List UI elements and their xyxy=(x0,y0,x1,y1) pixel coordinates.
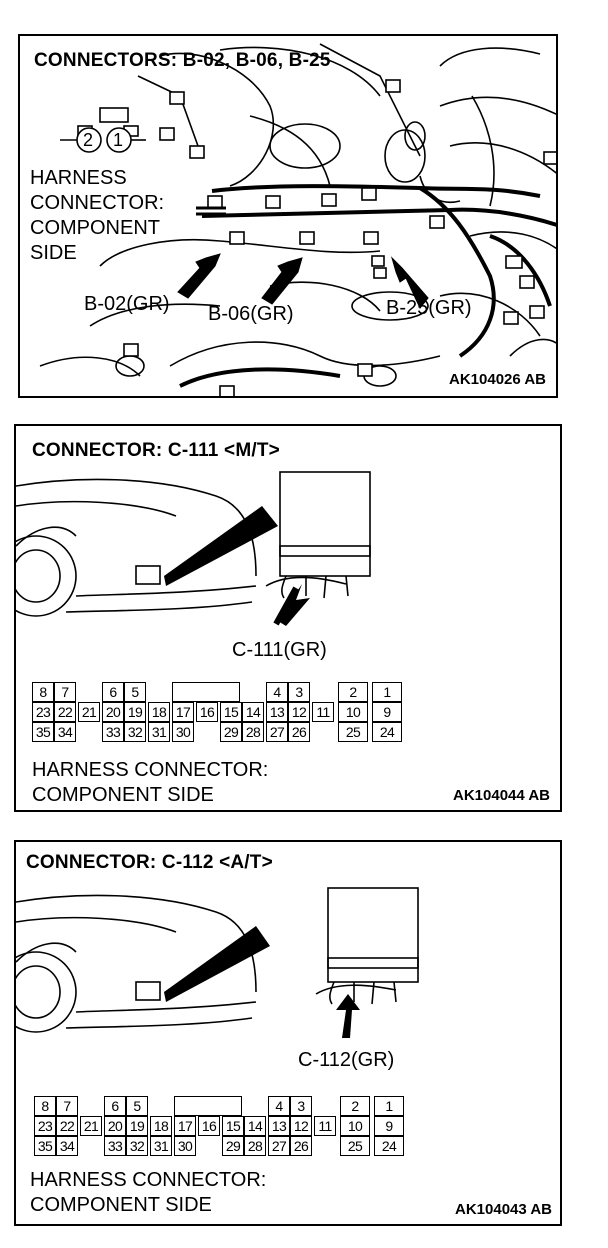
pin-21: 21 xyxy=(78,702,100,722)
panel-c-111: CONNECTOR: C-111 <M/T> C-111(GR) 8 7 6 5… xyxy=(14,424,562,812)
callout-b-25: B-25(GR) xyxy=(386,297,472,319)
pin-24: 24 xyxy=(374,1136,404,1156)
pin-20: 20 xyxy=(104,1116,126,1136)
pin-35: 35 xyxy=(32,722,54,742)
pin-19: 19 xyxy=(126,1116,148,1136)
pin-5: 5 xyxy=(124,682,146,702)
pin-10: 10 xyxy=(338,702,368,722)
harness-connector-label: HARNESS CONNECTOR: COMPONENT SIDE xyxy=(32,759,269,806)
pin-3: 3 xyxy=(288,682,310,702)
pin-2: 2 xyxy=(338,682,368,702)
pin-4: 4 xyxy=(266,682,288,702)
pin-29: 29 xyxy=(220,722,242,742)
pin-3: 3 xyxy=(290,1096,312,1116)
pin-13: 13 xyxy=(268,1116,290,1136)
panel-b-connectors: CONNECTORS: B-02, B-06, B-25 2 1 HARNESS… xyxy=(18,34,558,398)
pin-26: 26 xyxy=(288,722,310,742)
pin-2: 2 xyxy=(340,1096,370,1116)
pin-12: 12 xyxy=(290,1116,312,1136)
pin-6: 6 xyxy=(102,682,124,702)
pin-8: 8 xyxy=(32,682,54,702)
pin-19: 19 xyxy=(124,702,146,722)
callout-b-02: B-02(GR) xyxy=(84,293,170,315)
pin-9: 9 xyxy=(372,702,402,722)
pin-34: 34 xyxy=(54,722,76,742)
pin-28: 28 xyxy=(244,1136,266,1156)
engine-bay-illustration xyxy=(39,43,556,396)
callout-b-06: B-06(GR) xyxy=(208,303,294,325)
pin-24: 24 xyxy=(372,722,402,742)
pin-34: 34 xyxy=(56,1136,78,1156)
figure-code: AK104026 AB xyxy=(449,371,546,388)
pin-30: 30 xyxy=(174,1136,196,1156)
pin-22: 22 xyxy=(54,702,76,722)
dashboard-ecu-illustration xyxy=(16,887,419,1038)
pin-31: 31 xyxy=(150,1136,172,1156)
pin-18: 18 xyxy=(150,1116,172,1136)
pin-blank xyxy=(174,1096,242,1116)
pin-25: 25 xyxy=(340,1136,370,1156)
pin-label-1: 1 xyxy=(113,130,124,150)
pin-9: 9 xyxy=(374,1116,404,1136)
pin-15: 15 xyxy=(222,1116,244,1136)
pin-16: 16 xyxy=(196,702,218,722)
pin-17: 17 xyxy=(174,1116,196,1136)
pin-26: 26 xyxy=(290,1136,312,1156)
harness-connector-label: HARNESS CONNECTOR: COMPONENT SIDE xyxy=(30,1169,267,1216)
pin-14: 14 xyxy=(242,702,264,722)
pin-29: 29 xyxy=(222,1136,244,1156)
pin-35: 35 xyxy=(34,1136,56,1156)
callout-c-112: C-112(GR) xyxy=(298,1049,395,1071)
pin-28: 28 xyxy=(242,722,264,742)
pin-33: 33 xyxy=(102,722,124,742)
pin-7: 7 xyxy=(54,682,76,702)
pin-27: 27 xyxy=(266,722,288,742)
pin-16: 16 xyxy=(198,1116,220,1136)
pin-6: 6 xyxy=(104,1096,126,1116)
pin-8: 8 xyxy=(34,1096,56,1116)
pin-10: 10 xyxy=(340,1116,370,1136)
pin-25: 25 xyxy=(338,722,368,742)
pin-1: 1 xyxy=(374,1096,404,1116)
pin-31: 31 xyxy=(148,722,170,742)
pin-1: 1 xyxy=(372,682,402,702)
pin-21: 21 xyxy=(80,1116,102,1136)
pin-5: 5 xyxy=(126,1096,148,1116)
figure-code: AK104043 AB xyxy=(455,1201,552,1218)
pin-32: 32 xyxy=(124,722,146,742)
pin-12: 12 xyxy=(288,702,310,722)
pin-11: 11 xyxy=(312,702,334,722)
pin-23: 23 xyxy=(32,702,54,722)
pin-15: 15 xyxy=(220,702,242,722)
harness-connector-label: HARNESS CONNECTOR: COMPONENT SIDE xyxy=(30,167,165,264)
pin-7: 7 xyxy=(56,1096,78,1116)
pin-18: 18 xyxy=(148,702,170,722)
dashboard-ecu-illustration xyxy=(16,471,371,626)
panel-title: CONNECTORS: B-02, B-06, B-25 xyxy=(34,50,331,71)
pin-14: 14 xyxy=(244,1116,266,1136)
pin-11: 11 xyxy=(314,1116,336,1136)
pin-17: 17 xyxy=(172,702,194,722)
connector-pin-diagram: 8 7 6 5 4 3 2 1 23 22 21 20 19 18 17 16 … xyxy=(34,1096,404,1164)
panel-title: CONNECTOR: C-112 <A/T> xyxy=(26,852,273,873)
pin-23: 23 xyxy=(34,1116,56,1136)
panel-title: CONNECTOR: C-111 <M/T> xyxy=(32,440,280,461)
pin-4: 4 xyxy=(268,1096,290,1116)
figure-code: AK104044 AB xyxy=(453,787,550,804)
pin-label-2: 2 xyxy=(83,130,94,150)
pin-22: 22 xyxy=(56,1116,78,1136)
pin-13: 13 xyxy=(266,702,288,722)
panel-c-112: CONNECTOR: C-112 <A/T> C-112(GR) 8 7 6 5… xyxy=(14,840,562,1226)
pin-blank xyxy=(172,682,240,702)
callout-c-111: C-111(GR) xyxy=(232,639,327,661)
pin-27: 27 xyxy=(268,1136,290,1156)
pin-30: 30 xyxy=(172,722,194,742)
connector-pin-diagram: 8 7 6 5 4 3 2 1 23 22 21 20 19 18 17 16 … xyxy=(32,682,402,750)
pin-33: 33 xyxy=(104,1136,126,1156)
pin-32: 32 xyxy=(126,1136,148,1156)
pin-20: 20 xyxy=(102,702,124,722)
